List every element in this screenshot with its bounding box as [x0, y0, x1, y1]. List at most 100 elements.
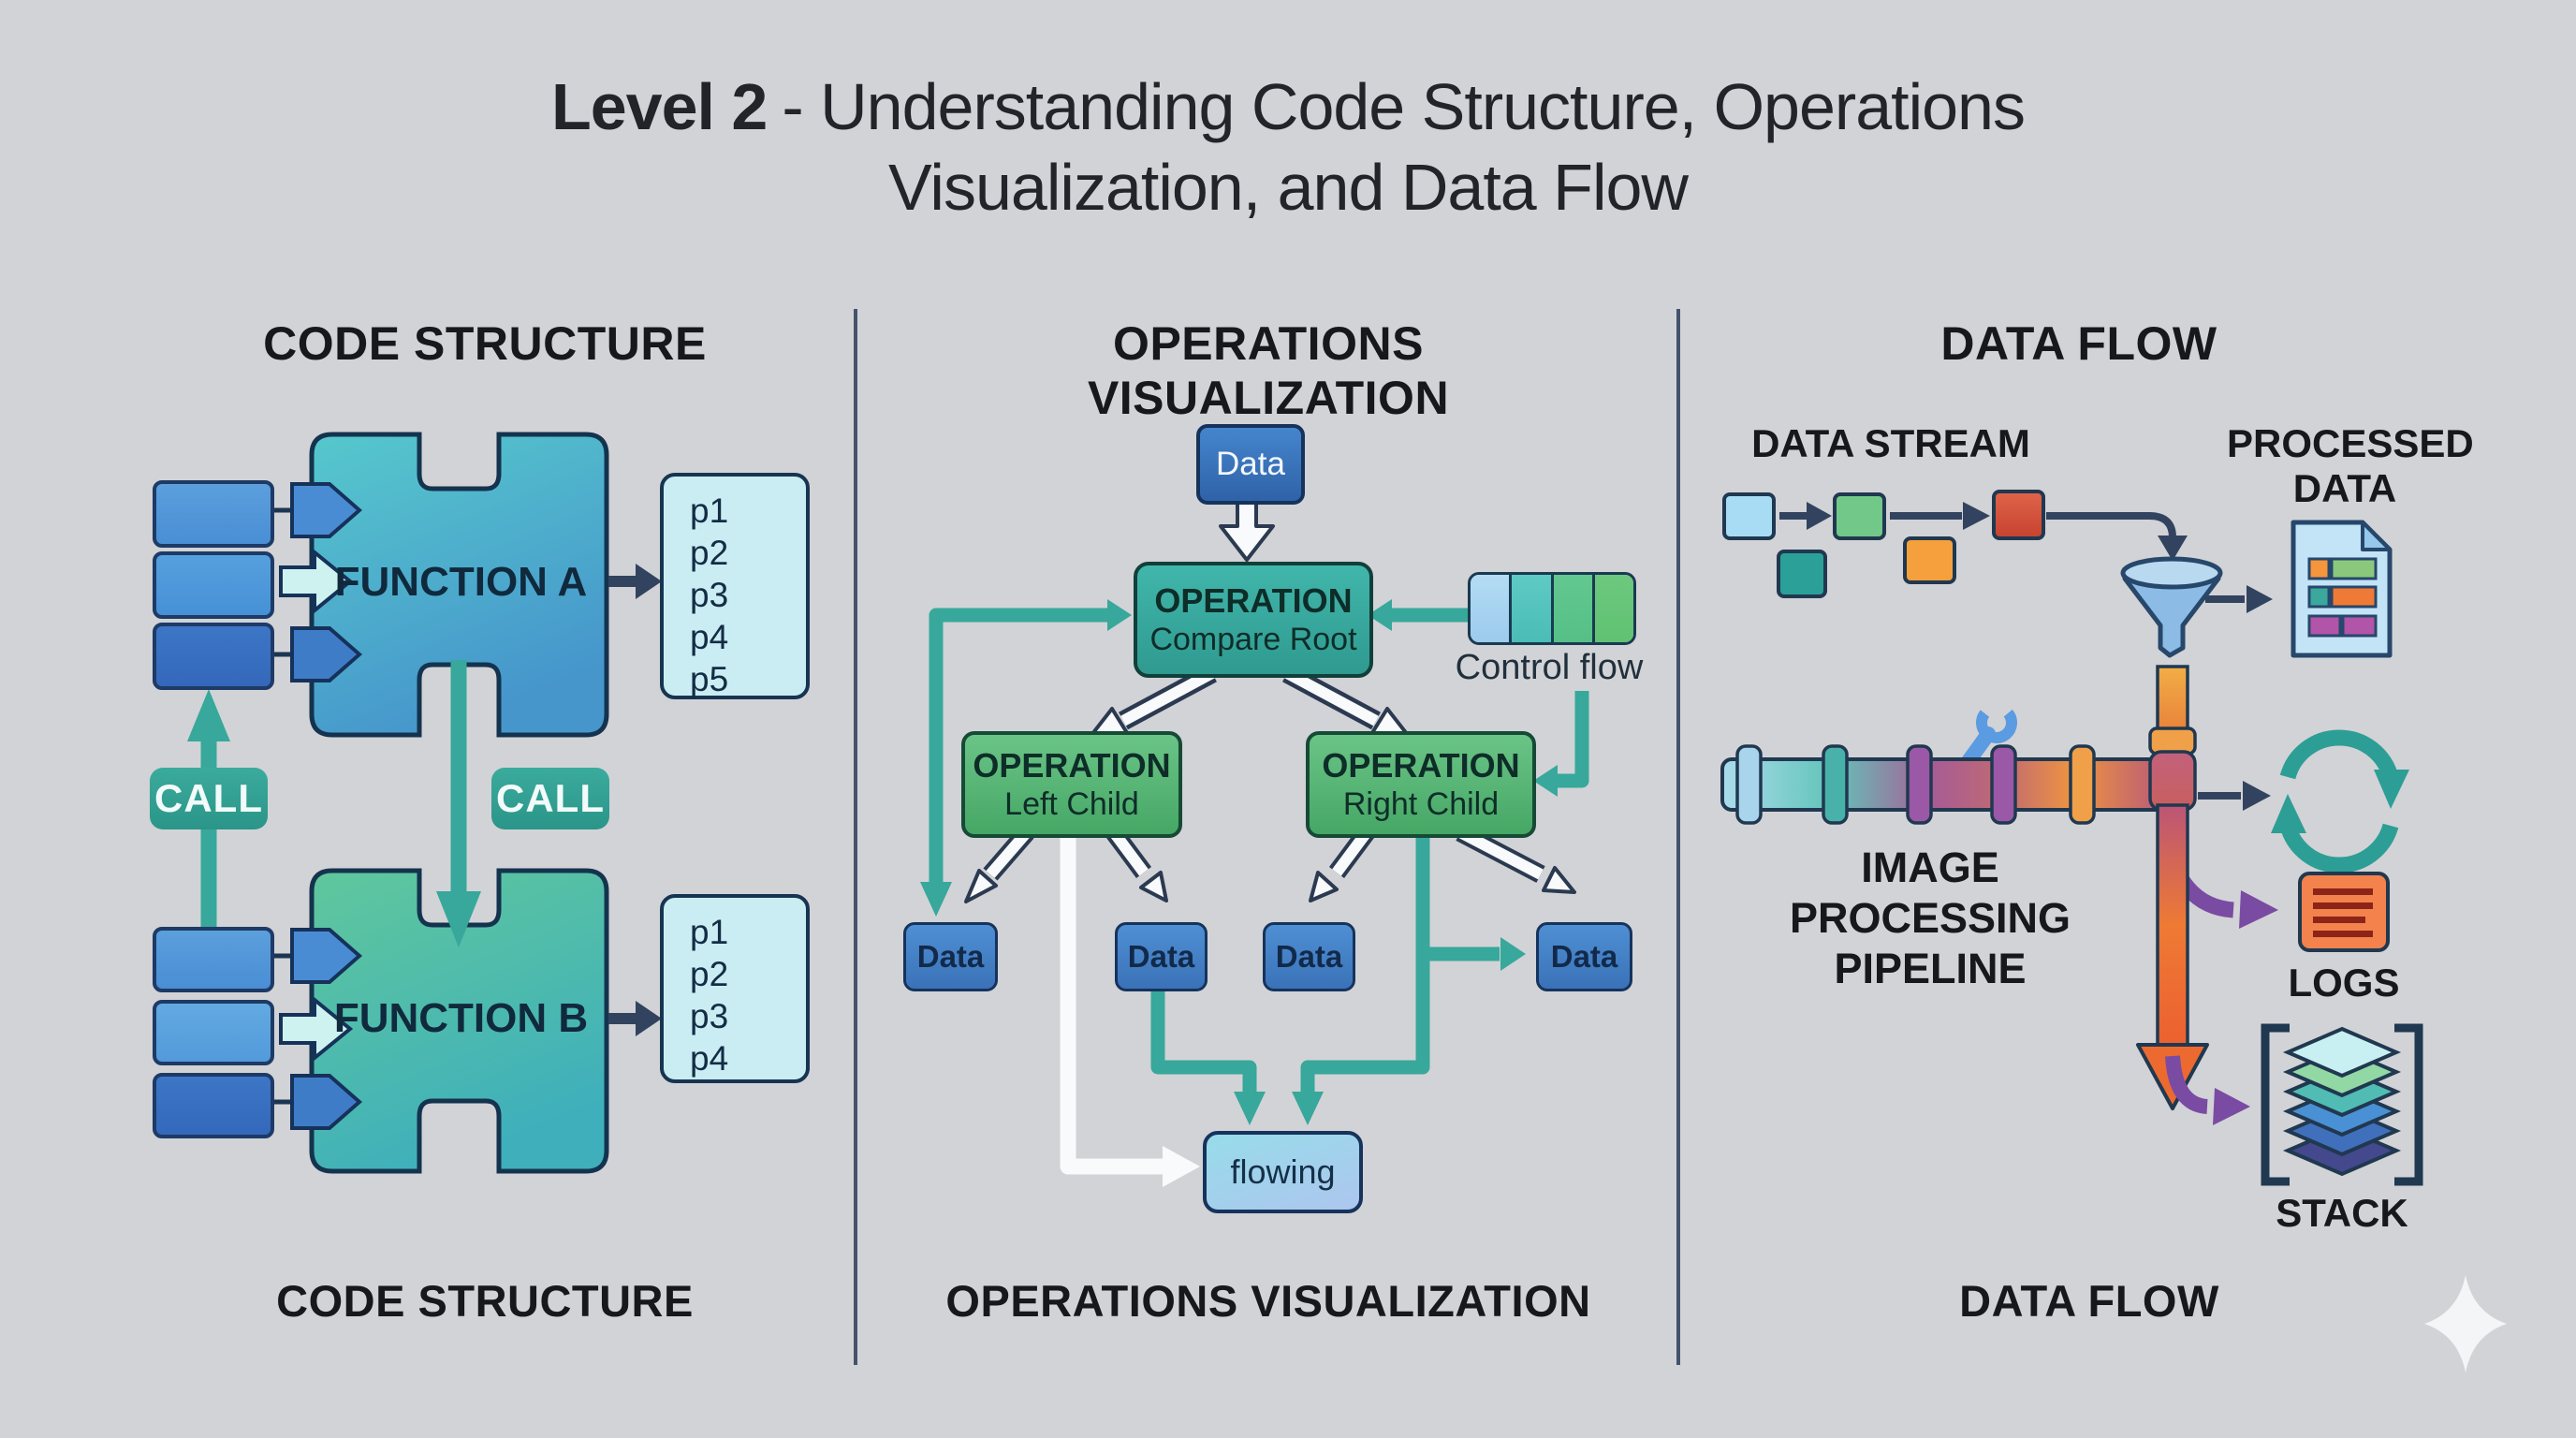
- legend-segment-green: [1591, 575, 1633, 642]
- pentagon-connector-a1: [290, 482, 363, 538]
- header-operations-visualization: OPERATIONS VISUALIZATION: [1087, 317, 1450, 424]
- param-b2: p2: [690, 955, 729, 993]
- teal-path-right-child-down: [1292, 831, 1526, 1125]
- param-b1: p1: [690, 913, 729, 951]
- operations-input-data-node: Data: [1196, 424, 1305, 505]
- white-arrow-root-to-left: [1087, 664, 1217, 741]
- input-block-a3: [153, 623, 274, 690]
- white-arrow-right-to-data4: [1456, 824, 1576, 894]
- call-label-left: CALL: [150, 768, 268, 829]
- logs-icon: [2298, 872, 2390, 952]
- pipe-to-stack-arrow: [2165, 1055, 2250, 1125]
- operation-right-child-node: OPERATION Right Child: [1306, 731, 1536, 838]
- teal-head-into-data1: [920, 882, 952, 917]
- control-flow-label: Control flow: [1455, 648, 1644, 687]
- chevron-connector-b2: [279, 995, 354, 1063]
- footer-operations-visualization: OPERATIONS VISUALIZATION: [945, 1276, 1591, 1326]
- junction-to-recycle-arrow: [2198, 781, 2271, 811]
- pipeline-flanges: [1735, 744, 2096, 825]
- operation-root-title: OPERATION: [1154, 581, 1353, 620]
- footer-data-flow: DATA FLOW: [1959, 1276, 2219, 1326]
- data-leaf-4: Data: [1536, 922, 1632, 991]
- flowing-node: flowing: [1203, 1131, 1363, 1213]
- pipeline-label-line1: IMAGE PROCESSING: [1789, 844, 2071, 942]
- white-arrow-root-to-right: [1282, 664, 1412, 741]
- white-arrow-data-to-root: [1219, 498, 1275, 562]
- input-block-a2: [153, 551, 274, 619]
- operation-right-title: OPERATION: [1322, 746, 1520, 785]
- data-leaf-2: Data: [1115, 922, 1208, 991]
- stream-to-funnel-connector: [2046, 512, 2188, 561]
- function-a-puzzle-piece: [309, 432, 609, 738]
- page-title-lead: Level 2: [550, 70, 768, 143]
- operation-root-subtitle: Compare Root: [1149, 622, 1357, 657]
- param-a4: p4: [690, 618, 729, 656]
- param-a3: p3: [690, 576, 729, 614]
- page-title-line1: Level 2- Understanding Code Structure, O…: [0, 69, 2576, 144]
- stream-block-orange: [1903, 536, 1956, 584]
- vertical-feed-pipe: [2156, 665, 2189, 734]
- vertical-pipe-collar: [2148, 726, 2197, 756]
- image-processing-pipeline-label: IMAGE PROCESSING PIPELINE: [1724, 843, 2136, 994]
- header-data-flow: DATA FLOW: [1940, 317, 2217, 370]
- sparkle-icon: [2424, 1275, 2507, 1372]
- function-a-params-arrow: [608, 564, 662, 599]
- data-leaf-3: Data: [1263, 922, 1355, 991]
- pipe-junction: [2148, 750, 2197, 812]
- teal-path-left-loop: [929, 608, 1112, 884]
- operation-left-subtitle: Left Child: [1004, 786, 1139, 822]
- teal-path-data2-to-flowing: [1150, 986, 1266, 1125]
- function-a-label: FUNCTION A: [334, 559, 588, 605]
- stream-block-red: [1992, 490, 2045, 540]
- funnel-to-document-arrow: [2205, 585, 2273, 613]
- param-a5: p5: [690, 660, 729, 698]
- processed-data-label: PROCESSED DATA: [2227, 421, 2474, 511]
- pentagon-connector-b1: [290, 928, 363, 984]
- logs-label: LOGS: [2288, 961, 2400, 1005]
- function-b-label: FUNCTION B: [333, 995, 589, 1041]
- header-code-structure: CODE STRUCTURE: [263, 317, 707, 370]
- teal-path-legend-to-right-child: [1533, 691, 1589, 797]
- teal-arrow-legend-to-root: [1368, 599, 1468, 631]
- stream-block-green: [1833, 492, 1886, 540]
- descending-pipe: [2156, 803, 2189, 1049]
- operation-right-subtitle: Right Child: [1342, 786, 1500, 822]
- function-b-params-box: p1 p2 p3 p4: [660, 894, 810, 1083]
- processed-data-document-icon: [2291, 520, 2393, 658]
- processed-data-line2: DATA: [2292, 466, 2397, 510]
- white-arrow-left-to-flowing: [1060, 832, 1200, 1187]
- stack-label: STACK: [2276, 1191, 2408, 1235]
- white-arrow-left-to-data1: [964, 826, 1034, 903]
- param-a1: p1: [690, 492, 729, 530]
- param-b4: p4: [690, 1039, 729, 1078]
- data-leaf-1: Data: [903, 922, 998, 991]
- page-title-line2: Visualization, and Data Flow: [888, 151, 1689, 224]
- stream-arrow-1: [1779, 502, 1832, 530]
- function-b-puzzle-piece: [309, 868, 609, 1174]
- stack-icon: [2261, 1023, 2423, 1186]
- footer-code-structure: CODE STRUCTURE: [276, 1276, 694, 1326]
- funnel-icon: [2120, 556, 2223, 658]
- param-a2: p2: [690, 534, 729, 572]
- param-b3: p3: [690, 997, 729, 1035]
- teal-head-into-root-left: [1107, 599, 1132, 631]
- call-down-arrow: [436, 660, 481, 947]
- panel-divider-left: [854, 309, 857, 1365]
- legend-segment-teal-green: [1550, 575, 1592, 642]
- page-title-rest: - Understanding Code Structure, Operatio…: [782, 70, 2026, 143]
- control-flow-legend: [1468, 572, 1636, 645]
- legend-segment-teal: [1509, 575, 1551, 642]
- pentagon-connector-b3: [290, 1074, 363, 1130]
- pipeline-label-line2: PIPELINE: [1834, 945, 2027, 992]
- operation-left-title: OPERATION: [973, 746, 1171, 785]
- recycle-icon: [2271, 729, 2409, 873]
- function-b-params-arrow: [608, 1001, 662, 1036]
- input-block-b3: [153, 1073, 274, 1138]
- call-label-right: CALL: [491, 768, 609, 829]
- legend-segment-lightblue: [1471, 575, 1510, 642]
- white-arrow-left-to-data2: [1105, 827, 1168, 902]
- stream-arrow-2: [1890, 502, 1990, 530]
- data-stream-label: DATA STREAM: [1751, 421, 2030, 465]
- function-a-params-box: p1 p2 p3 p4 p5: [660, 473, 810, 699]
- chevron-connector-a2: [279, 548, 354, 615]
